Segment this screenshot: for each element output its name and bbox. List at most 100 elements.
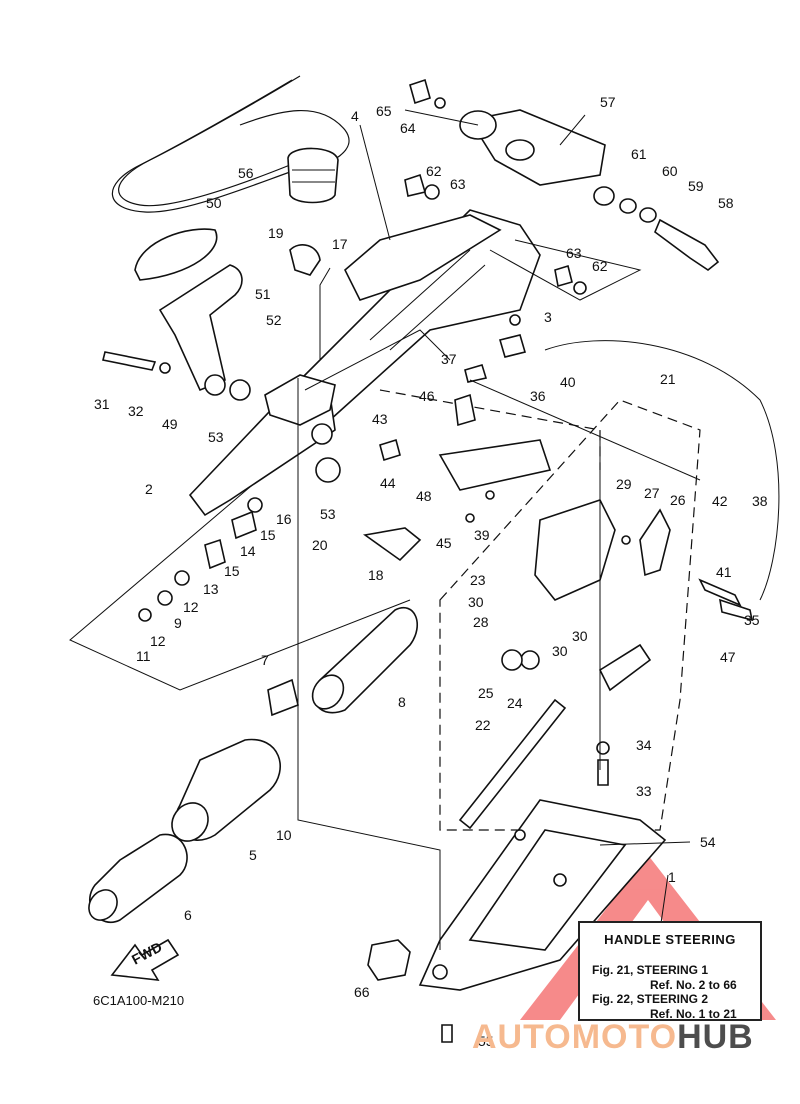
ref-10: 10 — [276, 827, 292, 843]
ref-24: 24 — [507, 695, 523, 711]
ref-43: 43 — [372, 411, 388, 427]
ref-53b: 53 — [320, 506, 336, 522]
ref-12a: 12 — [183, 599, 199, 615]
ref-12b: 12 — [150, 633, 166, 649]
ref-60: 60 — [662, 163, 678, 179]
ref-18: 18 — [368, 567, 384, 583]
ref-21: 21 — [660, 371, 676, 387]
ref-13: 13 — [203, 581, 219, 597]
ref-31: 31 — [94, 396, 110, 412]
ref-38: 38 — [752, 493, 768, 509]
legend-title: HANDLE STEERING — [604, 932, 736, 947]
ref-29: 29 — [616, 476, 632, 492]
ref-3: 3 — [544, 309, 552, 325]
ref-26: 26 — [670, 492, 686, 508]
ref-7: 7 — [261, 652, 269, 668]
cable-grommet — [287, 147, 339, 204]
ref-54: 54 — [700, 834, 716, 850]
ref-33: 33 — [636, 783, 652, 799]
watermark-part2: HUB — [677, 1018, 754, 1056]
tiller-bracket — [188, 374, 336, 517]
steering2-group-boundary — [439, 399, 701, 831]
ref-44: 44 — [380, 475, 396, 491]
ref-37: 37 — [441, 351, 457, 367]
ref-9: 9 — [174, 615, 182, 631]
ref-5: 5 — [249, 847, 257, 863]
diagram-code: 6C1A100-M210 — [93, 993, 185, 1008]
ref-22: 22 — [475, 717, 491, 733]
ref-41: 41 — [716, 564, 732, 580]
ref-39: 39 — [474, 527, 490, 543]
ref-53a: 53 — [208, 429, 224, 445]
watermark-part1: AUTOMOTO — [472, 1018, 678, 1056]
ref-19: 19 — [268, 225, 284, 241]
ref-6: 6 — [184, 907, 192, 923]
ref-47: 47 — [720, 649, 736, 665]
swivel-bracket — [459, 109, 606, 186]
ref-57: 57 — [600, 94, 616, 110]
ref-14: 14 — [240, 543, 256, 559]
throttle-cam-assembly — [458, 499, 754, 830]
legend-fig22: Fig. 22, STEERING 2 — [592, 992, 709, 1006]
ref-63b: 63 — [566, 245, 582, 261]
watermark: AUTOMOTOHUB — [472, 1018, 754, 1057]
ref-64: 64 — [400, 120, 416, 136]
ref-52: 52 — [266, 312, 282, 328]
ref-30a: 30 — [468, 594, 484, 610]
ref-15b: 15 — [260, 527, 276, 543]
ref-50: 50 — [206, 195, 222, 211]
ref-34: 34 — [636, 737, 652, 753]
ref-17: 17 — [332, 236, 348, 252]
ref-61: 61 — [631, 146, 647, 162]
bracket-group-line — [69, 469, 411, 691]
small-hardware — [102, 78, 631, 1043]
ref-51: 51 — [255, 286, 271, 302]
pivot-bolt-set — [593, 186, 720, 271]
ref-1: 1 — [668, 869, 676, 885]
ref-59: 59 — [688, 178, 704, 194]
ref-23: 23 — [470, 572, 486, 588]
ref-35: 35 — [744, 612, 760, 628]
ref-28: 28 — [473, 614, 489, 630]
legend-fig21-ref: Ref. No. 2 to 66 — [650, 978, 737, 992]
ref-20: 20 — [312, 537, 328, 553]
ref-42: 42 — [712, 493, 728, 509]
ref-30c: 30 — [552, 643, 568, 659]
ref-56: 56 — [238, 165, 254, 181]
ref-32: 32 — [128, 403, 144, 419]
legend-fig22-ref: Ref. No. 1 to 21 — [650, 1007, 737, 1021]
legend-box: HANDLE STEERING Fig. 21, STEERING 1 Ref.… — [578, 921, 762, 1021]
ref-36: 36 — [530, 388, 546, 404]
leader-lines — [297, 109, 780, 1001]
ref-40: 40 — [560, 374, 576, 390]
friction-lever — [134, 228, 243, 396]
tiller-handle-arm — [284, 209, 541, 431]
ref-27: 27 — [644, 485, 660, 501]
ref-65: 65 — [376, 103, 392, 119]
throttle-grip-parts — [88, 607, 419, 923]
ref-49: 49 — [162, 416, 178, 432]
ref-45: 45 — [436, 535, 452, 551]
bottom-cover — [418, 799, 667, 991]
ref-11: 11 — [136, 648, 151, 664]
ref-62a: 62 — [426, 163, 442, 179]
ref-30b: 30 — [572, 628, 588, 644]
ref-16: 16 — [276, 511, 292, 527]
legend-fig21: Fig. 21, STEERING 1 — [592, 963, 709, 977]
ref-58: 58 — [718, 195, 734, 211]
ref-15a: 15 — [224, 563, 240, 579]
ref-25: 25 — [478, 685, 494, 701]
ref-63a: 63 — [450, 176, 466, 192]
ref-55: 55 — [478, 1033, 494, 1049]
ref-66: 66 — [354, 984, 370, 1000]
ref-2: 2 — [145, 481, 153, 497]
fwd-arrow-icon — [110, 938, 180, 981]
connector-66 — [367, 939, 411, 981]
ref-4: 4 — [351, 108, 359, 124]
ref-46: 46 — [419, 388, 435, 404]
ref-8: 8 — [398, 694, 406, 710]
ref-numbers: 1 2 3 4 5 6 7 8 9 10 11 12 12 13 14 15 1… — [94, 94, 768, 1049]
ref-48: 48 — [416, 488, 432, 504]
ref-62b: 62 — [592, 258, 608, 274]
